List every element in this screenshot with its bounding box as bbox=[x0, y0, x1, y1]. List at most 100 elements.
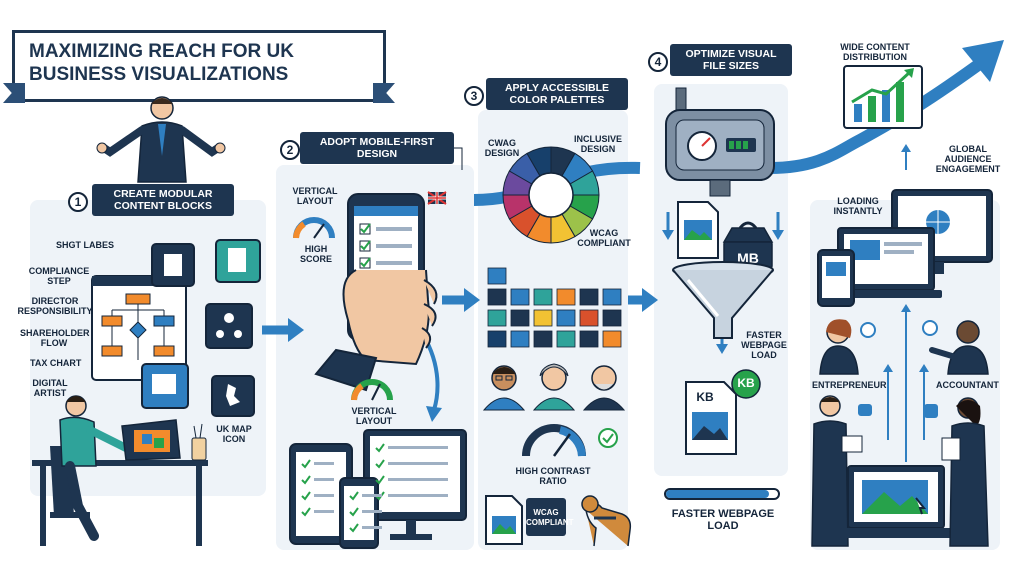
flowchart-window bbox=[91, 275, 187, 381]
color-swatch bbox=[510, 330, 530, 348]
businessman-illustration bbox=[96, 96, 226, 183]
color-swatch bbox=[533, 288, 553, 306]
small-file-kb bbox=[685, 369, 761, 455]
label-tax-chart: TAX CHART bbox=[30, 358, 82, 368]
diverse-people-illustration bbox=[482, 363, 626, 411]
phone-checkbox bbox=[359, 240, 371, 252]
device-line bbox=[314, 478, 334, 481]
device-line bbox=[362, 526, 382, 529]
check-icon bbox=[349, 507, 359, 517]
score-gauge-bottom bbox=[351, 379, 393, 401]
label-cwag-design: CWAG DESIGN bbox=[484, 138, 520, 158]
label-global-audience-engagement: GLOBAL AUDIENCE ENGAGEMENT bbox=[935, 144, 1001, 174]
color-swatch bbox=[602, 309, 622, 327]
load-progress-fill bbox=[666, 490, 770, 498]
guide-dog-illustration bbox=[581, 495, 632, 547]
label-shgt-labes: SHGT LABES bbox=[56, 240, 115, 250]
label-entrepreneur: ENTREPRENEUR bbox=[812, 380, 887, 390]
color-swatch bbox=[556, 309, 576, 327]
color-swatch bbox=[602, 288, 622, 306]
color-swatch bbox=[533, 309, 553, 327]
color-swatch-grid bbox=[487, 267, 622, 348]
label-vertical-layout-top: VERTICAL LAYOUT bbox=[292, 186, 338, 206]
label-compliance-step: COMPLIANCE STEP bbox=[28, 266, 90, 286]
color-swatch bbox=[556, 288, 576, 306]
phone-line bbox=[376, 261, 412, 265]
phone-checkbox bbox=[359, 223, 371, 235]
color-swatch bbox=[510, 288, 530, 306]
label-faster-webpage-load-bottom: FASTER WEBPAGE LOAD bbox=[671, 508, 775, 532]
multi-device-cluster bbox=[817, 189, 993, 307]
check-icon bbox=[360, 240, 371, 251]
step4-badge: 4 bbox=[648, 52, 668, 72]
label-director-responsibility: DIRECTOR RESPONSIBILITY bbox=[17, 296, 93, 316]
check-icon bbox=[360, 223, 371, 234]
title-banner: MAXIMIZING REACH FOR UK BUSINESS VISUALI… bbox=[3, 30, 395, 103]
device-line bbox=[314, 462, 334, 465]
label-faster-webpage-load-side: FASTER WEBPAGE LOAD bbox=[741, 330, 787, 360]
ribbon-right bbox=[373, 83, 395, 103]
color-swatch bbox=[602, 330, 622, 348]
check-icon bbox=[375, 443, 385, 453]
accountant-avatar bbox=[922, 320, 989, 375]
check-icon bbox=[360, 257, 371, 268]
device-line bbox=[362, 494, 382, 497]
check-icon bbox=[301, 475, 311, 485]
label-kb-badge: KB bbox=[737, 376, 755, 390]
color-swatch bbox=[487, 330, 507, 348]
check-icon bbox=[375, 459, 385, 469]
step3-title: APPLY ACCESSIBLE COLOR PALETTES bbox=[486, 78, 628, 110]
entrepreneur-avatar bbox=[819, 319, 876, 375]
color-swatch bbox=[533, 330, 553, 348]
device-line bbox=[314, 510, 334, 513]
check-circle-icon bbox=[598, 428, 618, 448]
label-digital-artist: DIGITAL ARTIST bbox=[32, 378, 68, 398]
color-swatch bbox=[487, 288, 507, 306]
load-progress-bar bbox=[664, 488, 780, 500]
check-icon bbox=[301, 459, 311, 469]
step1-badge: 1 bbox=[68, 192, 88, 212]
label-uk-map-icon: UK MAP ICON bbox=[216, 424, 252, 444]
ribbon-left bbox=[3, 83, 25, 103]
device-line bbox=[388, 462, 448, 465]
color-wheel bbox=[502, 146, 600, 244]
phone-line bbox=[376, 227, 412, 231]
step4-title: OPTIMIZE VISUAL FILE SIZES bbox=[670, 44, 792, 76]
color-swatch bbox=[579, 288, 599, 306]
label-shareholder-flow: SHAREHOLDER FLOW bbox=[20, 328, 90, 348]
label-vertical-layout-bottom: VERTICAL LAYOUT bbox=[351, 406, 397, 426]
label-wcag-compliant-badge: WCAG COMPLIANT bbox=[526, 508, 574, 527]
step2-title: ADOPT MOBILE-FIRST DESIGN bbox=[300, 132, 454, 164]
puzzle-pieces bbox=[141, 239, 261, 417]
color-swatch bbox=[487, 267, 507, 285]
color-swatch bbox=[579, 309, 599, 327]
color-swatch bbox=[487, 309, 507, 327]
check-icon bbox=[349, 491, 359, 501]
check-icon bbox=[301, 491, 311, 501]
digital-artist-illustration bbox=[32, 395, 208, 546]
check-icon bbox=[375, 475, 385, 485]
label-accountant: ACCOUNTANT bbox=[936, 380, 999, 390]
responsive-devices bbox=[289, 429, 467, 549]
contrast-gauge bbox=[522, 424, 586, 457]
step3-badge: 3 bbox=[464, 86, 484, 106]
phone-line bbox=[376, 244, 412, 248]
color-swatch bbox=[579, 330, 599, 348]
color-swatch bbox=[556, 330, 576, 348]
device-line bbox=[314, 494, 334, 497]
device-line bbox=[388, 494, 448, 497]
score-gauge-small bbox=[293, 217, 335, 239]
compression-funnel bbox=[672, 261, 774, 339]
page-title: MAXIMIZING REACH FOR UK BUSINESS VISUALI… bbox=[29, 41, 294, 85]
label-loading-instantly: LOADING INSTANTLY bbox=[833, 196, 883, 216]
image-document-icon bbox=[485, 495, 523, 545]
device-line bbox=[362, 510, 382, 513]
label-inclusive-design: INCLUSIVE DESIGN bbox=[573, 134, 622, 154]
color-swatch bbox=[510, 309, 530, 327]
business-people-with-laptop bbox=[811, 395, 989, 547]
device-line bbox=[388, 478, 448, 481]
label-wide-content-distribution: WIDE CONTENT DISTRIBUTION bbox=[840, 42, 910, 62]
label-wcag-compliant-top: WCAG COMPLIANT bbox=[577, 228, 631, 248]
growth-chart-board bbox=[843, 65, 923, 129]
compressor-machine bbox=[665, 87, 775, 197]
